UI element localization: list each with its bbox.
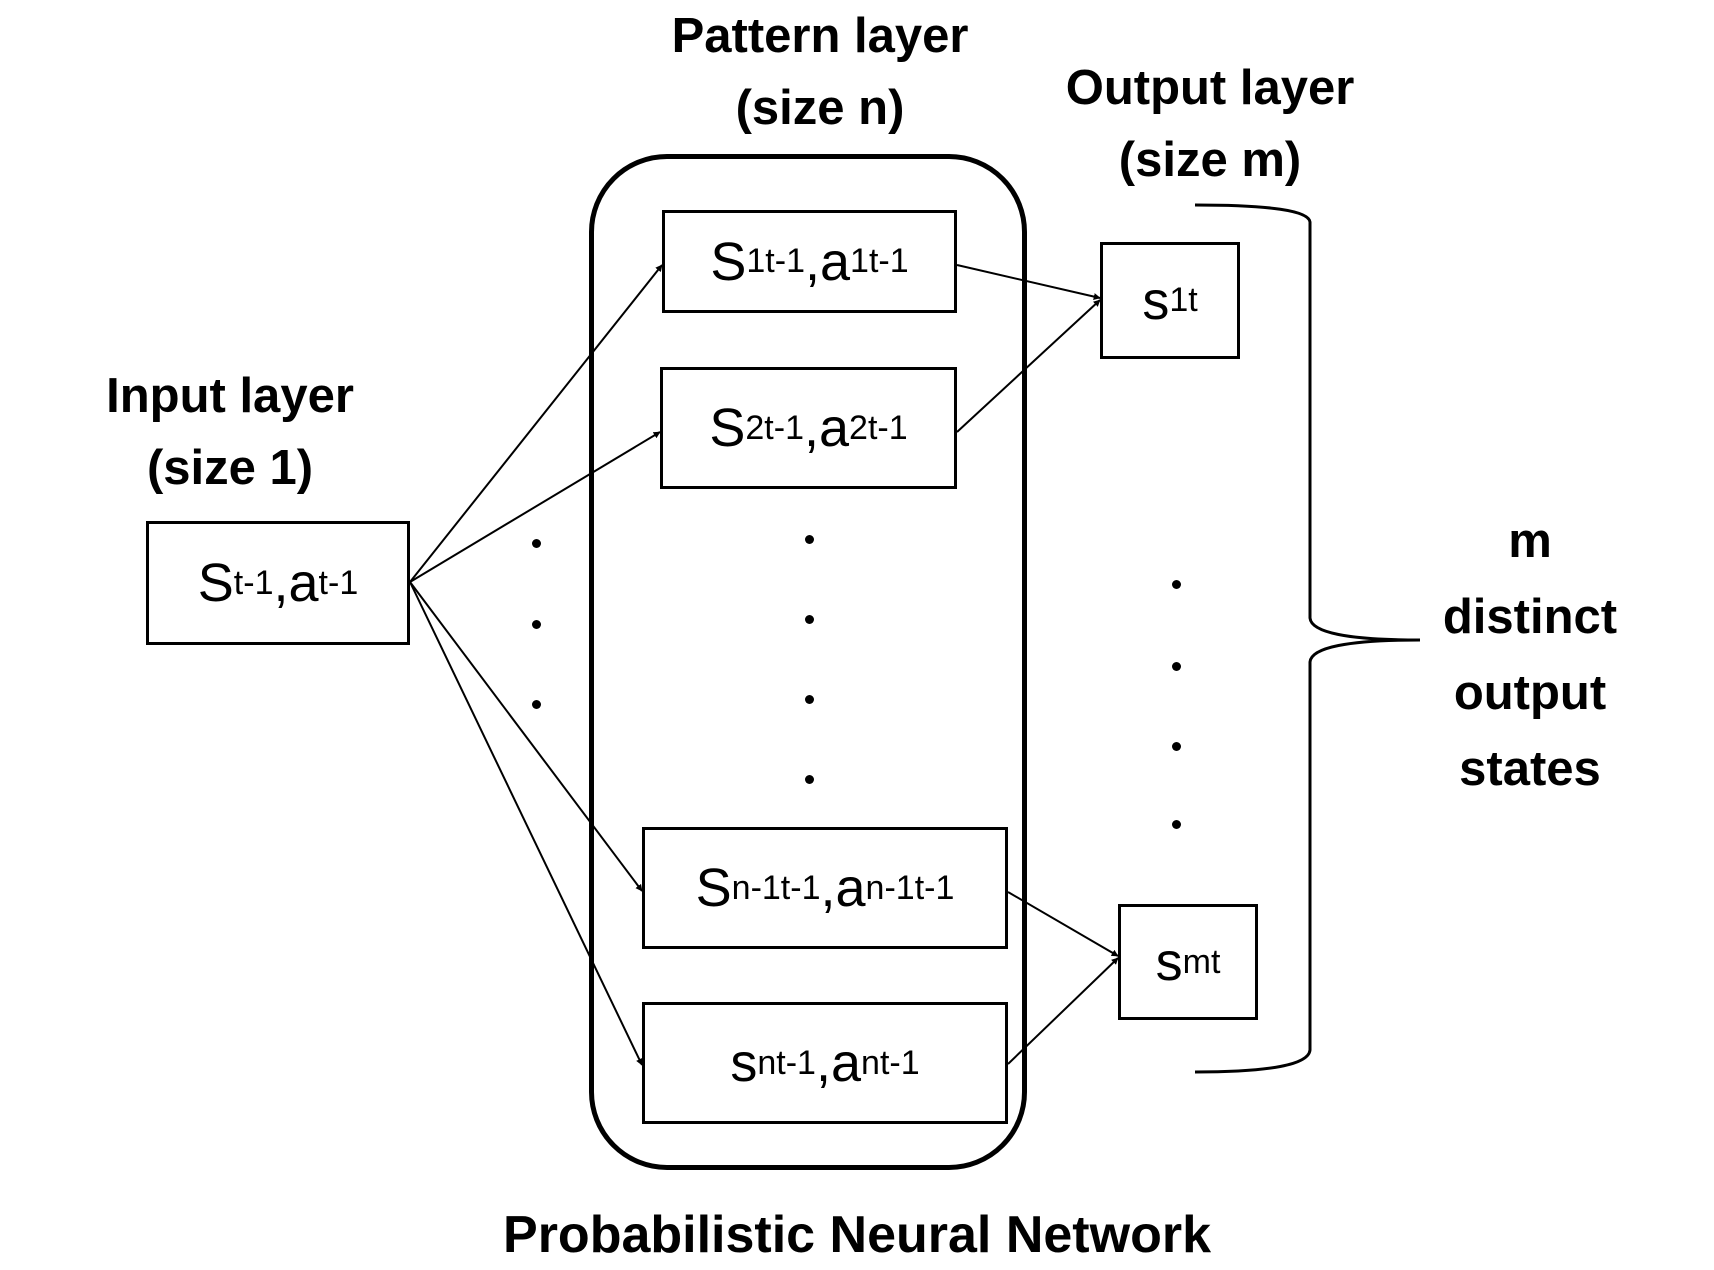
- output-node-m-s-sup: m: [1182, 942, 1211, 981]
- arrow-input-to-pattern-n-1: [409, 581, 643, 892]
- ellipsis-dot-pattern-3: [805, 695, 814, 704]
- ellipsis-dot-pattern-1: [805, 535, 814, 544]
- input-layer-heading: Input layer (size 1): [70, 360, 390, 504]
- brace-label-line-3: output: [1453, 666, 1607, 720]
- pattern-node-n-a-sup: n: [861, 1043, 880, 1082]
- pattern-node-n-1-a-sub: t-1: [914, 868, 955, 907]
- input-node-a: a: [288, 553, 319, 613]
- pattern-node-1-sep: ,: [804, 231, 820, 292]
- arrow-pattern-2-to-output-1: [956, 299, 1101, 433]
- pattern-node-1-s-sup: 1: [746, 242, 766, 280]
- arrow-input-to-pattern-2: [409, 431, 661, 583]
- brace-label-line-1: m: [1508, 514, 1552, 568]
- input-node-s: S: [197, 553, 234, 613]
- output-layer-heading: Output layer (size m): [1030, 52, 1390, 196]
- diagram-title: Probabilistic Neural Network: [503, 1206, 1211, 1264]
- pattern-node-n-1-s-sub: t-1: [780, 868, 821, 907]
- pattern-layer-heading: Pattern layer (size n): [640, 0, 1000, 144]
- pattern-node-n-s-sup: n: [757, 1043, 777, 1082]
- arrow-pattern-1-to-output-1: [956, 264, 1101, 300]
- pattern-node-2-s: S: [709, 398, 746, 458]
- brace-label-line-4: states: [1459, 742, 1601, 796]
- arrow-input-to-pattern-n: [409, 581, 643, 1066]
- arrow-input-to-pattern-1: [409, 264, 663, 583]
- input-layer-title: Input layer: [106, 369, 354, 423]
- pattern-node-2-sep: ,: [803, 398, 819, 458]
- pattern-node-2-s-sub: t-1: [764, 408, 804, 447]
- ellipsis-dot-output-3: [1172, 742, 1181, 751]
- pattern-node-n-1-s: S: [695, 858, 732, 918]
- ellipsis-dot-output-1: [1172, 580, 1181, 589]
- output-layer-title: Output layer: [1065, 61, 1355, 115]
- ellipsis-dot-arrows-1: [532, 539, 541, 548]
- pattern-layer-title: Pattern layer: [671, 9, 969, 63]
- input-layer-size: (size 1): [146, 441, 314, 495]
- output-node-1-s: s: [1142, 270, 1170, 331]
- output-node-1-s-sup: 1: [1169, 281, 1189, 319]
- pattern-node-n-a-sub: t-1: [879, 1043, 920, 1082]
- pattern-node-n-1-a-sup: n-1: [865, 868, 915, 907]
- pattern-node-n-1-sep: ,: [820, 858, 836, 918]
- pattern-node-n-1-a: a: [835, 858, 866, 918]
- brace-label: m distinct output states: [1420, 503, 1640, 807]
- input-node-sep: ,: [273, 553, 289, 613]
- input-node-s-sub: t-1: [233, 563, 274, 602]
- pattern-node-2-a-sub: t-1: [867, 408, 908, 447]
- pattern-node-2-a: a: [819, 398, 850, 458]
- output-layer-size: (size m): [1118, 133, 1302, 187]
- pattern-node-2-a-sup: 2: [849, 408, 868, 447]
- pattern-node-1-a-sup: 1: [850, 242, 869, 280]
- ellipsis-dot-arrows-2: [532, 620, 541, 629]
- output-node-1-s-sub: t: [1188, 281, 1198, 319]
- ellipsis-dot-output-2: [1172, 662, 1181, 671]
- pattern-node-1-a-sub: t-1: [868, 242, 909, 280]
- pattern-node-n-s: s: [730, 1033, 758, 1093]
- brace-label-line-2: distinct: [1442, 590, 1618, 644]
- pattern-node-1-a: a: [820, 231, 851, 292]
- output-node-m-s-sub: t: [1210, 942, 1221, 981]
- ellipsis-dot-output-4: [1172, 820, 1181, 829]
- ellipsis-dot-pattern-4: [805, 775, 814, 784]
- pattern-layer-frame: [589, 154, 1027, 1170]
- pattern-node-n-s-sub: t-1: [776, 1043, 816, 1082]
- ellipsis-dot-arrows-3: [532, 700, 541, 709]
- pattern-node-1-s-sub: t-1: [765, 242, 805, 280]
- pattern-layer-size: (size n): [735, 81, 905, 135]
- pattern-node-2-s-sup: 2: [745, 408, 765, 447]
- input-node-a-sub: t-1: [318, 563, 359, 602]
- output-node-m-s: s: [1155, 932, 1183, 992]
- ellipsis-dot-pattern-2: [805, 615, 814, 624]
- pattern-node-n-1-s-sup: n-1: [731, 868, 781, 907]
- pattern-node-1-s: S: [710, 231, 747, 292]
- pattern-node-n-sep: ,: [815, 1033, 831, 1093]
- output-brace: [1194, 203, 1421, 1074]
- pattern-node-n-a: a: [830, 1033, 862, 1093]
